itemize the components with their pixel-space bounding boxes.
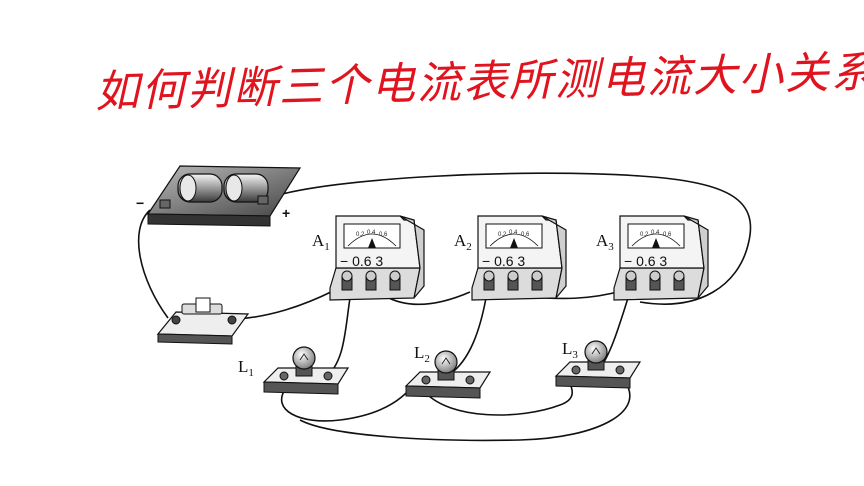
lamp-l3: [554, 340, 642, 389]
wire-a2-l2: [449, 297, 487, 375]
wire-a1-a2: [384, 291, 471, 306]
a2-label: A2: [454, 231, 472, 253]
a3-scale: − 0.6 3: [624, 253, 667, 269]
a2-scale: − 0.6 3: [482, 253, 525, 269]
wire-battery-plus: [271, 172, 752, 305]
switch: [156, 297, 250, 345]
battery-cell-1: [177, 173, 223, 203]
l3-label: L3: [562, 339, 578, 361]
a3-dial-3: 0.6: [663, 232, 672, 238]
a1-label: A1: [312, 231, 330, 253]
battery-plus-label: +: [282, 205, 290, 221]
wire-l1-l2: [280, 377, 419, 422]
wire-a1-l1: [324, 297, 351, 379]
a1-dial-1: 0.2: [356, 232, 365, 238]
a3-dial-1: 0.2: [640, 232, 649, 238]
a3-terminals: [625, 270, 685, 291]
a1-scale: − 0.6 3: [340, 253, 383, 269]
battery: − +: [136, 165, 302, 227]
lamp-l2: [404, 350, 492, 399]
a1-dial-3: 0.6: [379, 232, 388, 238]
wire-l2-l3: [424, 377, 574, 416]
battery-minus-label: −: [136, 195, 144, 211]
a3-dial-2: 0.4: [651, 230, 660, 236]
a2-terminals: [483, 270, 543, 291]
lamp-l1: [262, 346, 350, 395]
ammeter-a3: 0.2 0.4 0.6 − 0.6 3: [613, 215, 709, 301]
l2-label: L2: [414, 343, 430, 365]
a1-terminals: [341, 270, 401, 291]
ammeter-a2: 0.2 0.4 0.6 − 0.6 3: [471, 215, 567, 301]
a2-dial-1: 0.2: [498, 232, 507, 238]
a1-dial-2: 0.4: [367, 230, 376, 236]
battery-cell-2: [223, 173, 269, 203]
l1-label: L1: [238, 357, 254, 379]
ammeter-a1: 0.2 0.4 0.6 − 0.6 3: [329, 215, 425, 301]
wire-battery-minus: [137, 209, 169, 319]
wire-l3-back: [299, 377, 631, 442]
a2-dial-2: 0.4: [509, 230, 518, 236]
a3-label: A3: [596, 231, 614, 253]
a2-dial-3: 0.6: [521, 232, 530, 238]
